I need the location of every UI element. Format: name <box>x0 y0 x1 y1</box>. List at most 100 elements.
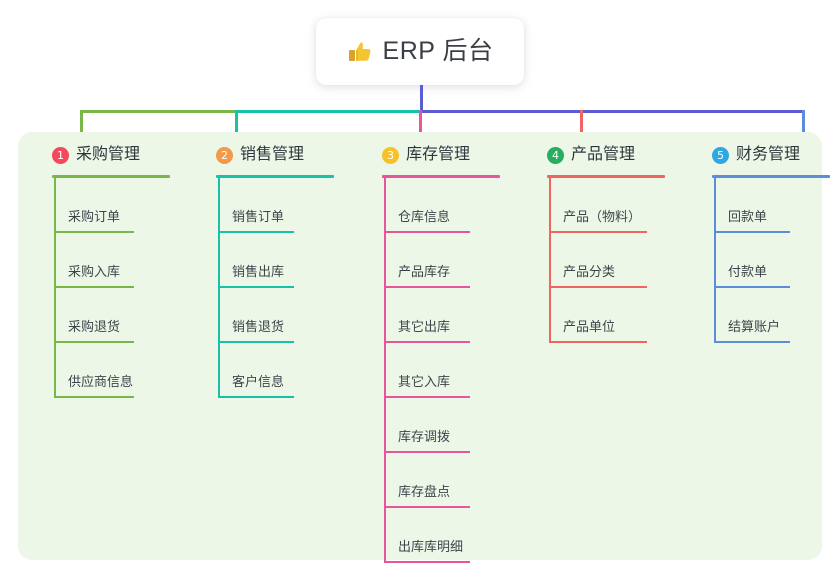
leaf-node-rule <box>54 231 134 233</box>
leaf-node[interactable]: 库存调拨 <box>362 398 500 453</box>
leaf-node[interactable]: 产品库存 <box>362 233 500 288</box>
leaf-node-rule <box>384 231 470 233</box>
leaf-list: 产品（物料） 产品分类产品单位 <box>527 178 665 343</box>
column-title: 库存管理 <box>406 146 471 163</box>
connector-bus-segment-green <box>80 110 236 113</box>
leaf-node[interactable]: 其它入库 <box>362 343 500 398</box>
diagram-panel <box>18 132 822 560</box>
leaf-node-label: 其它出库 <box>398 319 451 334</box>
leaf-list: 采购订单采购入库采购退货供应商信息 <box>32 178 170 398</box>
leaf-node[interactable]: 其它出库 <box>362 288 500 343</box>
leaf-node[interactable]: 仓库信息 <box>362 178 500 233</box>
column-header-rule <box>382 175 500 178</box>
leaf-node[interactable]: 采购退货 <box>32 288 170 343</box>
leaf-spine <box>384 178 386 563</box>
column-5: 5 财务管理回款单付款单结算账户 <box>692 142 830 343</box>
leaf-node-label: 仓库信息 <box>398 209 451 224</box>
leaf-node-label: 付款单 <box>728 264 768 279</box>
leaf-node-rule <box>714 231 790 233</box>
leaf-spine <box>54 178 56 398</box>
column-header-3[interactable]: 3 库存管理 <box>362 142 500 168</box>
leaf-node-rule <box>714 286 790 288</box>
root-node-label: ERP 后台 <box>382 37 494 65</box>
leaf-node-rule <box>549 231 647 233</box>
leaf-node-rule <box>384 506 470 508</box>
leaf-node-rule <box>549 286 647 288</box>
leaf-node[interactable]: 客户信息 <box>196 343 334 398</box>
connector-bus-segment-blue <box>419 110 805 113</box>
leaf-list: 回款单付款单结算账户 <box>692 178 830 343</box>
leaf-node-label: 库存调拨 <box>398 429 451 444</box>
leaf-node-label: 其它入库 <box>398 374 451 389</box>
leaf-node[interactable]: 供应商信息 <box>32 343 170 398</box>
leaf-node-label: 采购订单 <box>68 209 121 224</box>
leaf-node[interactable]: 产品（物料） <box>527 178 665 233</box>
root-node-card[interactable]: ERP 后台 <box>316 18 524 85</box>
leaf-node-label: 产品（物料） <box>563 209 642 224</box>
leaf-node[interactable]: 采购入库 <box>32 233 170 288</box>
leaf-spine <box>218 178 220 398</box>
leaf-node[interactable]: 产品分类 <box>527 233 665 288</box>
leaf-node-rule <box>54 286 134 288</box>
column-badge-icon: 4 <box>547 146 564 164</box>
leaf-node-label: 客户信息 <box>232 374 285 389</box>
column-title: 产品管理 <box>571 146 636 163</box>
column-title: 销售管理 <box>240 146 305 163</box>
connector-drop-3 <box>419 110 422 146</box>
leaf-node-rule <box>218 231 294 233</box>
column-badge-icon: 3 <box>382 146 399 164</box>
connector-drop-1 <box>80 110 83 146</box>
leaf-list: 销售订单销售出库销售退货客户信息 <box>196 178 334 398</box>
leaf-node-rule <box>384 396 470 398</box>
leaf-node-label: 结算账户 <box>728 319 781 334</box>
column-header-4[interactable]: 4 产品管理 <box>527 142 665 168</box>
column-4: 4 产品管理产品（物料） 产品分类产品单位 <box>527 142 665 343</box>
leaf-node-label: 库存盘点 <box>398 484 451 499</box>
column-title: 财务管理 <box>736 146 801 163</box>
leaf-node-rule <box>384 561 470 563</box>
connector-drop-2 <box>235 110 238 146</box>
column-title: 采购管理 <box>76 146 141 163</box>
leaf-node-label: 销售退货 <box>232 319 285 334</box>
column-header-rule <box>52 175 170 178</box>
leaf-node-label: 产品单位 <box>563 319 616 334</box>
leaf-node-rule <box>384 286 470 288</box>
leaf-node[interactable]: 采购订单 <box>32 178 170 233</box>
connector-trunk <box>420 85 423 112</box>
leaf-node-label: 回款单 <box>728 209 768 224</box>
leaf-node-label: 产品库存 <box>398 264 451 279</box>
leaf-node-rule <box>54 341 134 343</box>
leaf-node[interactable]: 出库库明细 <box>362 508 500 563</box>
leaf-node[interactable]: 付款单 <box>692 233 830 288</box>
column-badge-icon: 5 <box>712 146 729 164</box>
leaf-node[interactable]: 库存盘点 <box>362 453 500 508</box>
leaf-node[interactable]: 产品单位 <box>527 288 665 343</box>
column-header-rule <box>712 175 830 178</box>
leaf-spine <box>549 178 551 343</box>
leaf-node[interactable]: 销售退货 <box>196 288 334 343</box>
leaf-node[interactable]: 销售出库 <box>196 233 334 288</box>
leaf-node[interactable]: 回款单 <box>692 178 830 233</box>
leaf-node-label: 供应商信息 <box>68 374 134 389</box>
leaf-node-rule <box>218 396 294 398</box>
leaf-node-rule <box>384 341 470 343</box>
leaf-node-rule <box>218 341 294 343</box>
connector-bus-segment-teal <box>235 110 421 113</box>
leaf-node[interactable]: 销售订单 <box>196 178 334 233</box>
leaf-node-rule <box>218 286 294 288</box>
column-header-rule <box>216 175 334 178</box>
leaf-node-label: 出库库明细 <box>398 539 464 554</box>
leaf-node-label: 销售订单 <box>232 209 285 224</box>
column-3: 3 库存管理仓库信息产品库存其它出库其它入库库存调拨库存盘点出库库明细 <box>362 142 500 563</box>
leaf-node-rule <box>549 341 647 343</box>
leaf-node-label: 产品分类 <box>563 264 616 279</box>
leaf-node-label: 销售出库 <box>232 264 285 279</box>
thumbs-up-icon <box>347 39 373 65</box>
column-header-5[interactable]: 5 财务管理 <box>692 142 830 168</box>
leaf-node[interactable]: 结算账户 <box>692 288 830 343</box>
leaf-node-rule <box>714 341 790 343</box>
